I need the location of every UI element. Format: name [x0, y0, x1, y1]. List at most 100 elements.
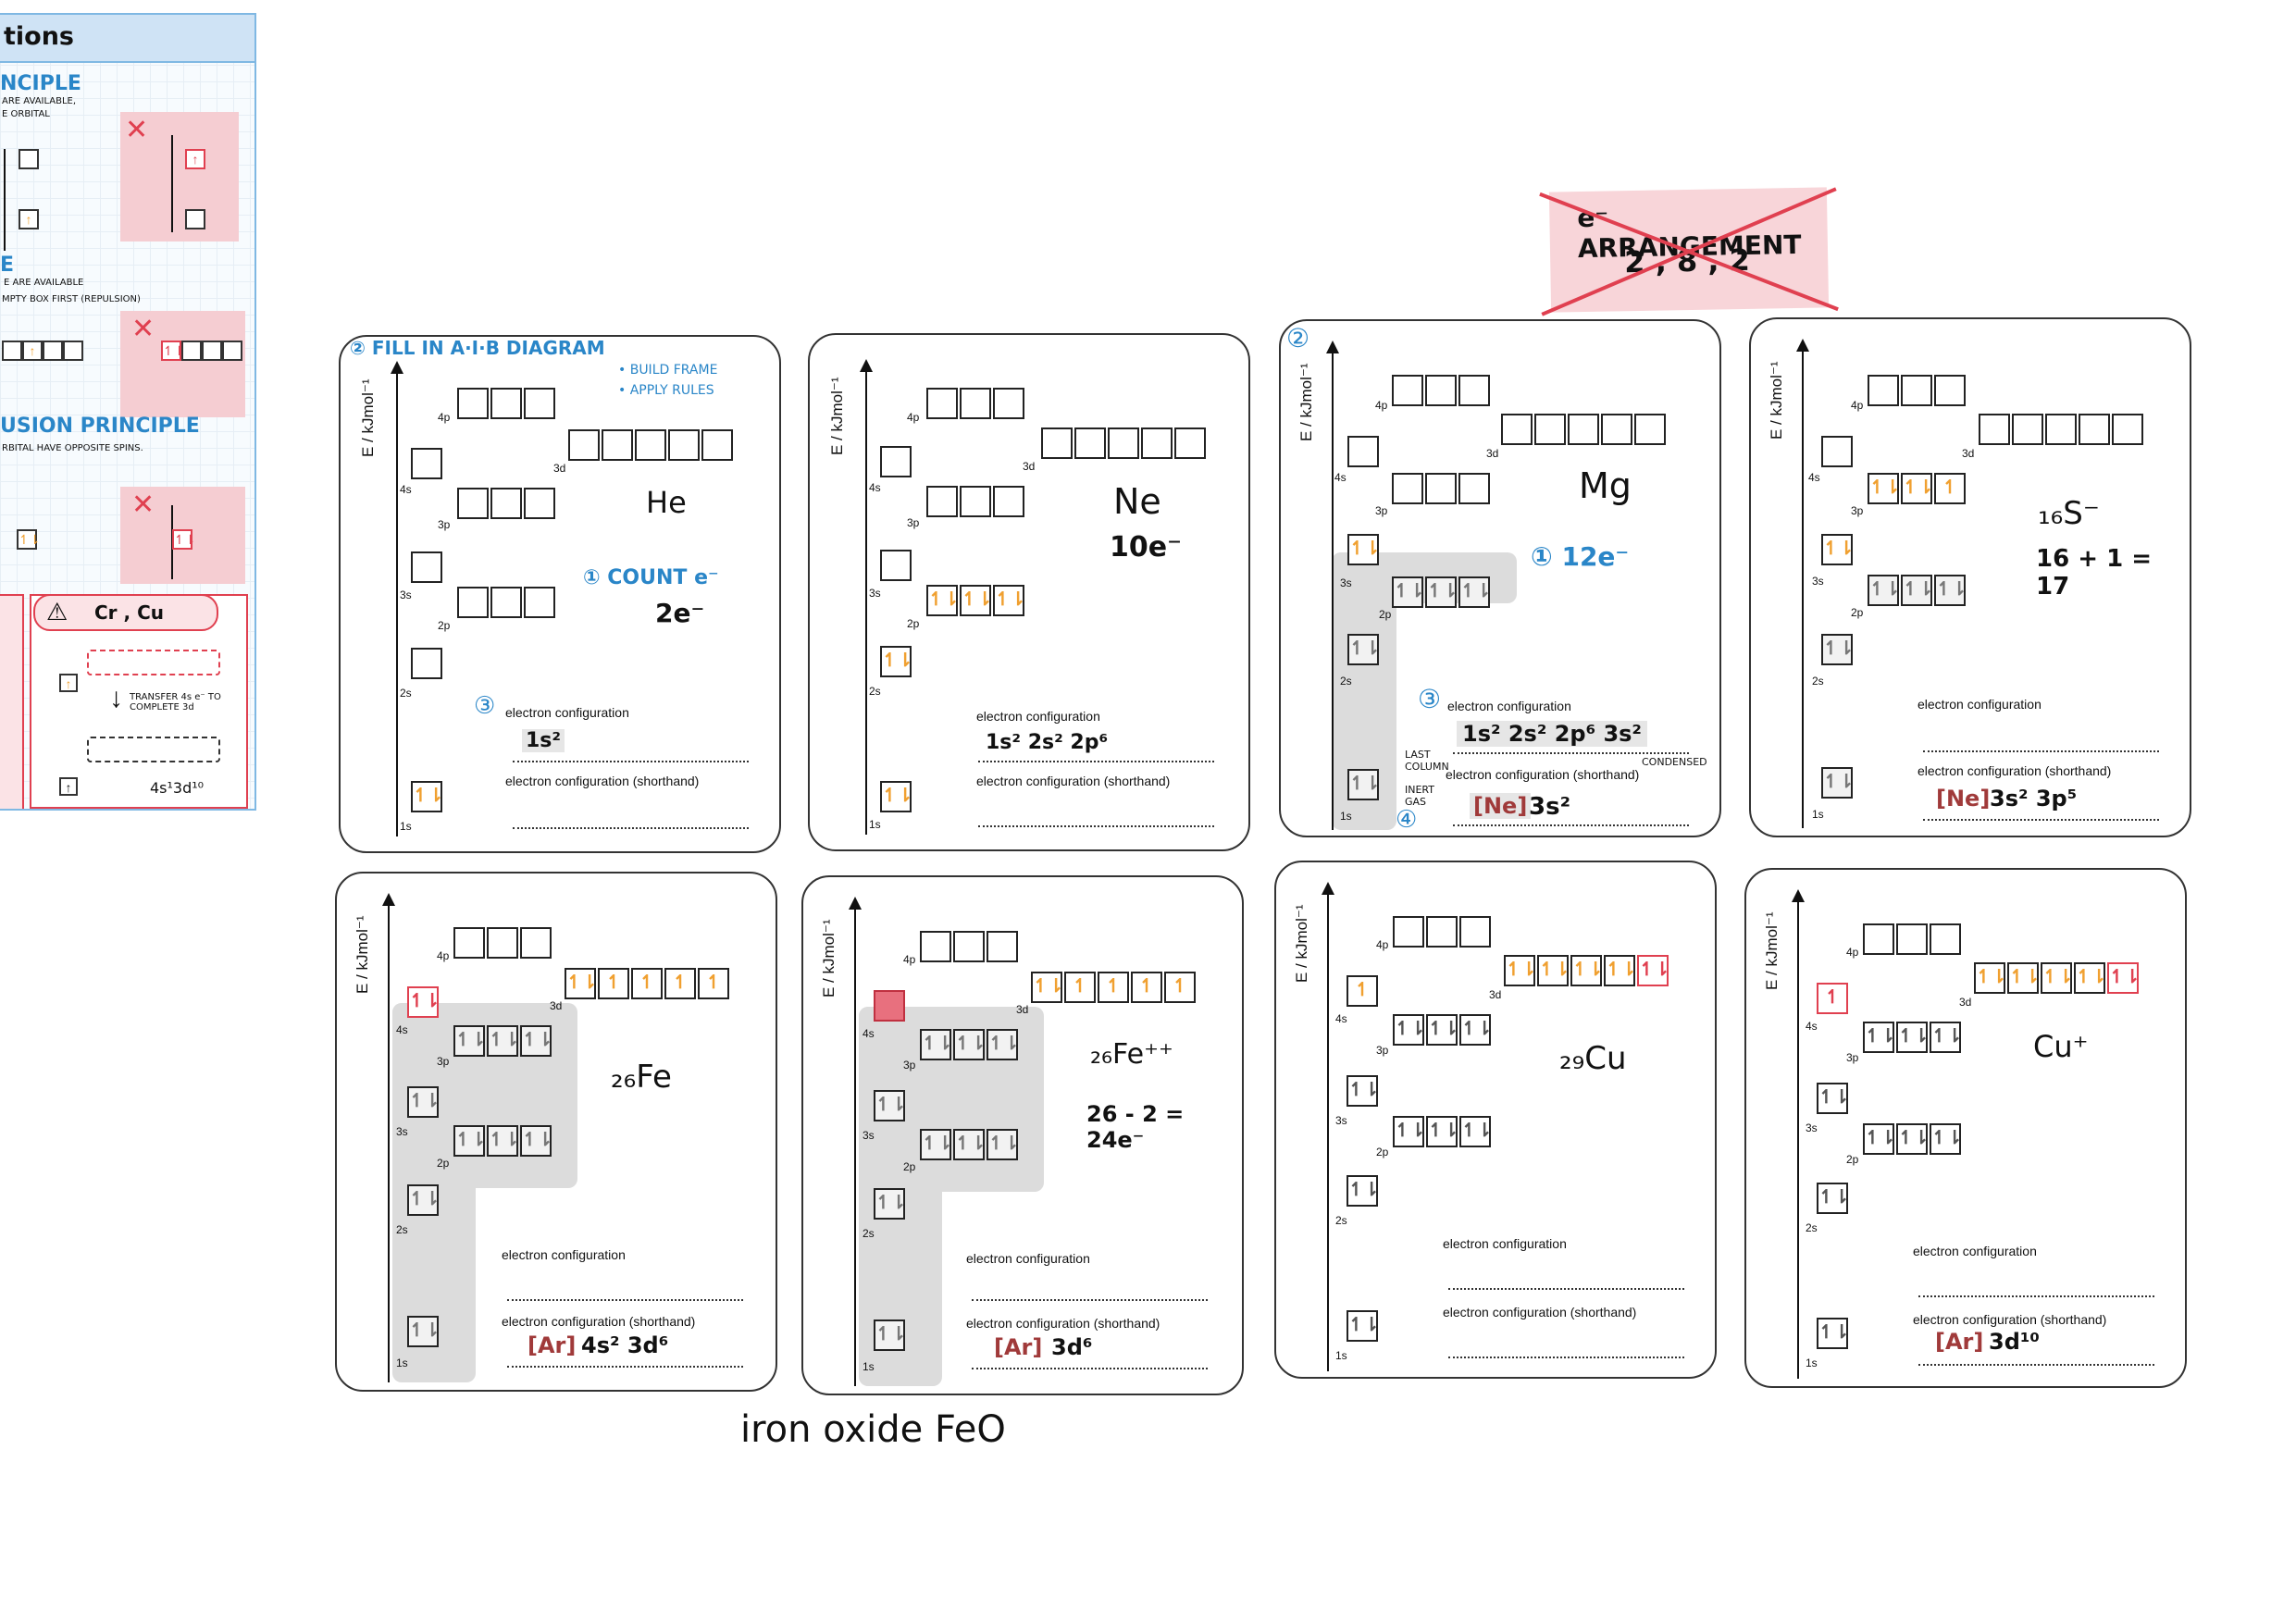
- orbital-box: [1534, 414, 1566, 445]
- orbital-box-3d: ↿⇂: [2074, 962, 2107, 994]
- level-1s: 1s: [396, 1357, 408, 1369]
- shorthand-rest: 3s² 3p⁵: [1990, 786, 2078, 812]
- orbital-box-1s: ↿⇂: [1347, 769, 1381, 800]
- orbital-box: [880, 446, 912, 477]
- orbital-box-3d: ↿: [1098, 972, 1129, 1003]
- orbital-box-3p: ↿⇂: [453, 1025, 487, 1057]
- level-3p: 3p: [1851, 504, 1864, 517]
- axis-arrow-icon: [1792, 889, 1805, 902]
- level-4p: 4p: [1846, 946, 1859, 959]
- axis-arrow-icon: [860, 359, 873, 372]
- level-2p: 2p: [437, 1157, 450, 1170]
- y-axis-label: E / kJmol⁻¹: [1293, 904, 1310, 983]
- orbital-box: [411, 448, 442, 479]
- shorthand-line: [972, 1368, 1208, 1369]
- level-3p: 3p: [437, 1055, 450, 1068]
- y-axis-label: E / kJmol⁻¹: [820, 919, 838, 997]
- orbital-box-3p: ↿⇂: [1901, 473, 1934, 504]
- orbital-box: [490, 488, 522, 519]
- orbital-box-2p: ↿⇂: [1393, 1116, 1426, 1147]
- orbital-box-3s: ↿⇂: [1817, 1083, 1850, 1114]
- orbital-box: [1425, 473, 1457, 504]
- orbital-box-3d: ↿⇂: [2107, 962, 2141, 994]
- orbital-box-3p: ↿⇂: [920, 1029, 953, 1060]
- orbital-box: [1901, 375, 1932, 406]
- orbital-box-2p: ↿⇂: [1459, 1116, 1493, 1147]
- y-axis-label: E / kJmol⁻¹: [1768, 361, 1785, 440]
- level-1s: 1s: [869, 818, 881, 831]
- orbital-box: [1568, 414, 1599, 445]
- level-4s: 4s: [1808, 471, 1820, 484]
- orbital-box: [987, 931, 1018, 962]
- orbital-box: [1501, 414, 1533, 445]
- shorthand-rest: 3d¹⁰: [1989, 1329, 2040, 1355]
- level-3d: 3d: [550, 999, 563, 1012]
- exception-block: ⚠ Cr , Cu ↑ ↓ TRANSFER 4s e⁻ TO COMPLETE…: [30, 594, 248, 809]
- orbital-box: [926, 388, 958, 419]
- level-3d: 3d: [553, 462, 566, 475]
- orbital-box-2p: ↿⇂: [920, 1129, 953, 1160]
- level-1s: 1s: [1335, 1349, 1347, 1362]
- level-1s: 1s: [1806, 1357, 1818, 1369]
- step-2-label: ②: [1286, 323, 1310, 353]
- aufbau-sub2: E ORBITAL: [2, 109, 50, 119]
- level-2p: 2p: [907, 617, 920, 630]
- shorthand-line: [1923, 819, 2159, 821]
- wrong-hund-box-4: [222, 341, 242, 361]
- notes-title: tions: [4, 22, 75, 51]
- level-4p: 4p: [907, 411, 920, 424]
- orbital-box-2p: ↿⇂: [1425, 576, 1458, 608]
- orbital-box-3d: ↿: [1064, 972, 1096, 1003]
- shorthand-core: [Ne]: [1936, 786, 1991, 812]
- orbital-box-2s: ↿⇂: [1817, 1183, 1850, 1214]
- orbital-box: [520, 927, 552, 959]
- electron-config: 1s² 2s² 2p⁶: [986, 731, 1109, 754]
- orbital-box: [2079, 414, 2110, 445]
- level-4p: 4p: [1376, 938, 1389, 951]
- side-warning-block: [0, 594, 24, 809]
- level-4s: 4s: [1806, 1020, 1818, 1033]
- level-3s: 3s: [1812, 575, 1824, 588]
- aufbau-sub1: ARE AVAILABLE,: [2, 96, 77, 106]
- ec-label: electron configuration: [1443, 1236, 1567, 1251]
- orbital-box: [1930, 923, 1961, 955]
- wrong-example-3: ✕ ↿⇂: [120, 487, 245, 584]
- condensed-note: CONDENSED: [1642, 756, 1707, 768]
- orbital-box-3s: ↿⇂: [874, 1090, 907, 1121]
- config-line: [978, 761, 1214, 762]
- level-1s: 1s: [400, 820, 412, 833]
- transfer-note: TRANSFER 4s e⁻ TO COMPLETE 3d: [130, 692, 221, 712]
- shorthand-line: [1918, 1364, 2154, 1366]
- level-4s: 4s: [396, 1023, 408, 1036]
- orbital-box-3s: ↿⇂: [407, 1086, 441, 1118]
- level-2s: 2s: [1812, 675, 1824, 688]
- orbital-box: [668, 429, 700, 461]
- orbital-box: [1863, 923, 1894, 955]
- ecs-label: electron configuration (shorthand): [1446, 767, 1640, 782]
- wrong-pauli-box: ↿⇂: [172, 529, 195, 550]
- level-2p: 2p: [1376, 1146, 1389, 1158]
- level-3p: 3p: [1846, 1051, 1859, 1064]
- orbital-box: [926, 486, 958, 517]
- config-line: [1453, 752, 1689, 754]
- card-iron: E / kJmol⁻¹ 4p 3d ↿⇂ ↿ ↿ ↿ ↿ ↿⇂ 4s 3p ↿⇂…: [335, 872, 777, 1392]
- orbital-box: [1108, 427, 1139, 459]
- aufbau-heading: NCIPLE: [0, 72, 81, 95]
- level-2p: 2p: [438, 619, 451, 632]
- orbital-box-2p: ↿⇂: [1896, 1123, 1930, 1155]
- electron-count: 10e⁻: [1110, 531, 1182, 564]
- level-3p: 3p: [1375, 504, 1388, 517]
- orbital-box: [411, 648, 442, 679]
- energy-axis: [1797, 898, 1799, 1379]
- energy-axis: [1802, 347, 1804, 828]
- orbital-box-2s: ↿⇂: [874, 1188, 907, 1220]
- level-3d: 3d: [1959, 996, 1972, 1009]
- level-1s: 1s: [1812, 808, 1824, 821]
- orbital-box-3d: ↿⇂: [2041, 962, 2074, 994]
- shorthand-core: [Ar]: [1935, 1329, 1984, 1355]
- level-1s: 1s: [863, 1360, 875, 1373]
- orbital-box: [1934, 375, 1966, 406]
- orbital-box-3p: ↿: [1934, 473, 1966, 504]
- orbital-box: [487, 927, 518, 959]
- orbital-box: [2012, 414, 2043, 445]
